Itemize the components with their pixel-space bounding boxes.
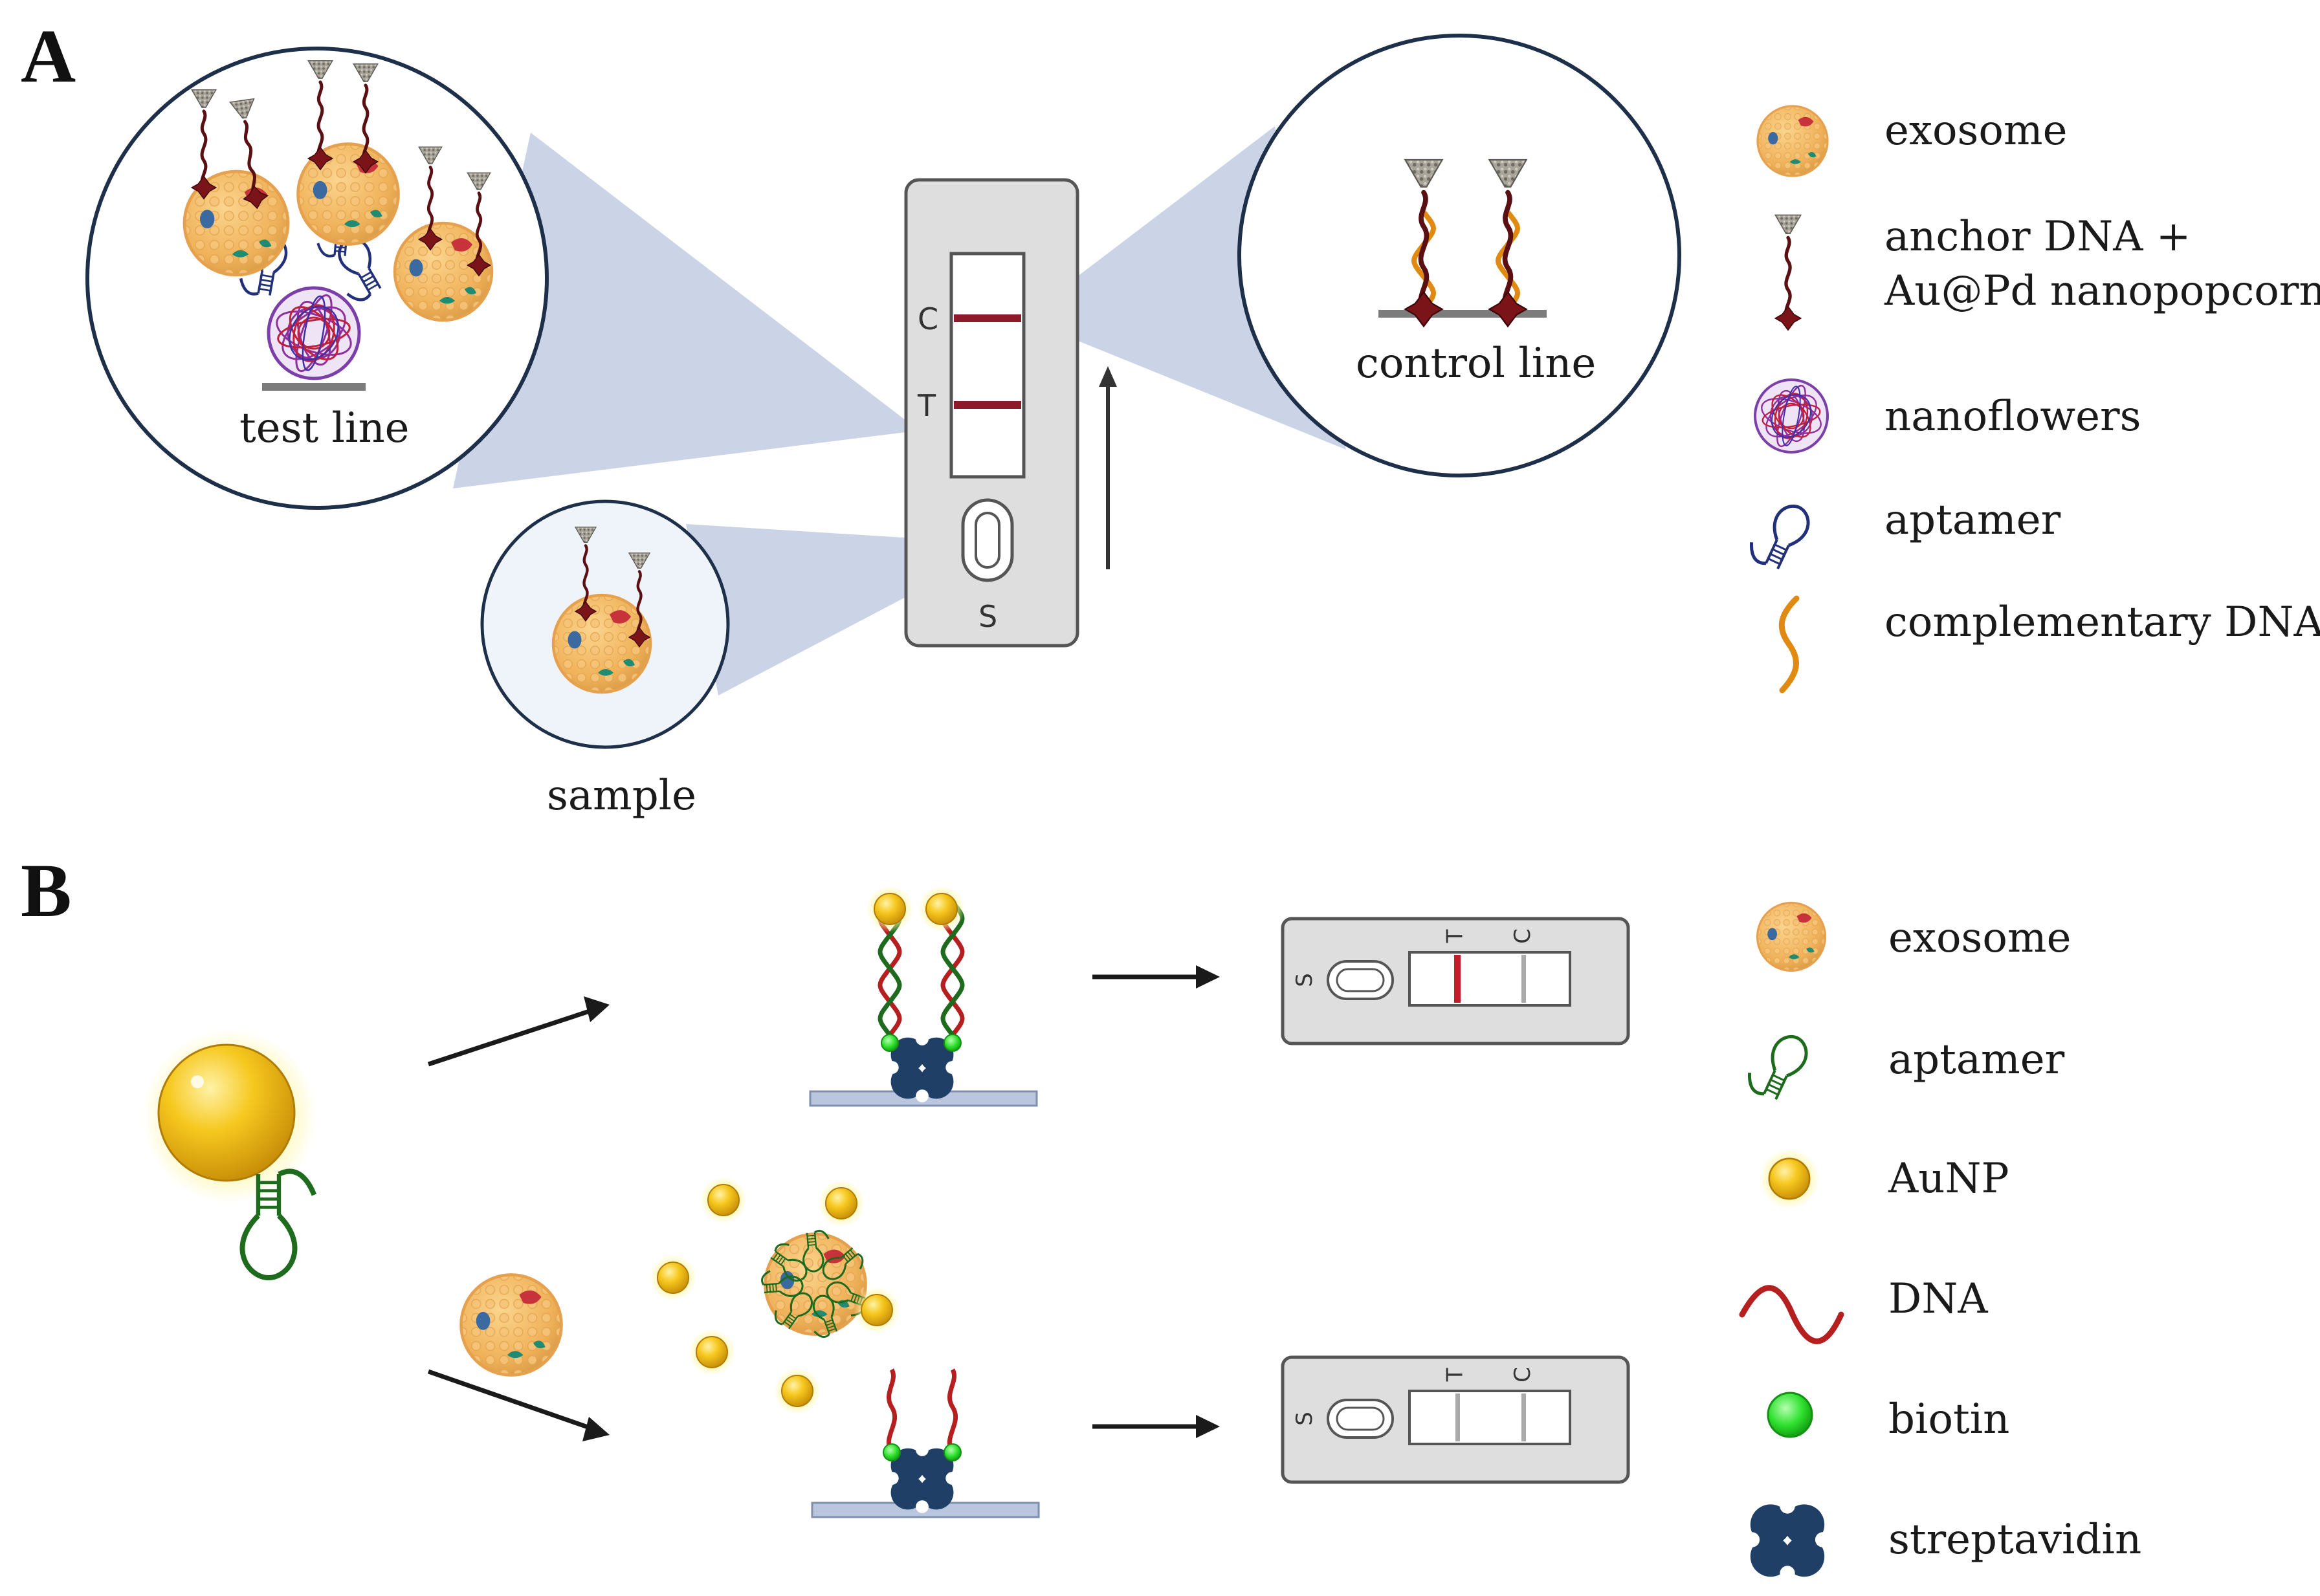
legend-a-complementary-dna: complementary DNA — [1884, 598, 2320, 646]
flow-arrow — [1099, 366, 1117, 569]
sample-caption: sample — [547, 772, 696, 820]
control-band — [1521, 1394, 1526, 1441]
legend-a-nanoflowers: nanoflowers — [1884, 393, 2141, 441]
control-line-magnifier — [1237, 34, 1681, 477]
legend-a-anchor-line1: anchor DNA + — [1884, 213, 2191, 261]
dna-icon — [1739, 1285, 1844, 1344]
legend-a-anchor-line2: Au@Pd nanopopcorns — [1884, 267, 2320, 315]
strip-bottom-t-label: T — [1442, 1368, 1468, 1382]
biotin-icon — [1767, 1392, 1813, 1438]
panel-a — [85, 34, 1829, 749]
arrow-bottom-result — [1092, 1415, 1220, 1438]
control-band — [954, 314, 1021, 322]
negative-substrate — [811, 1368, 1040, 1518]
arrow-to-positive — [427, 996, 610, 1067]
exosome — [553, 595, 650, 692]
complementary-dna-icon — [1778, 595, 1800, 694]
arrow-top-result — [1092, 965, 1220, 989]
legend-b-dna: DNA — [1888, 1275, 1988, 1323]
exosome-icon — [1756, 105, 1829, 177]
test-line-zoom-cone — [453, 133, 906, 488]
exosome-aunp-complex — [649, 1176, 901, 1415]
lateral-flow-strip-a — [904, 178, 1079, 648]
aunp-aptamer-probe — [142, 1029, 317, 1278]
test-band — [954, 401, 1021, 409]
streptavidin-icon — [1744, 1498, 1831, 1581]
arrow-to-negative — [427, 1369, 610, 1441]
strip-window — [949, 252, 1026, 479]
test-line-magnifier — [85, 47, 549, 510]
legend-b-streptavidin: streptavidin — [1888, 1516, 2142, 1564]
sample-magnifier — [480, 499, 730, 749]
nanoflower-icon — [1755, 380, 1828, 452]
legend-b-aunp: AuNP — [1888, 1155, 2009, 1203]
strip-s-label: S — [978, 599, 998, 634]
lateral-flow-strip-b-top — [1281, 917, 1630, 1045]
strip-c-label: C — [918, 301, 939, 336]
strip-top-c-label: C — [1509, 928, 1536, 944]
legend-b-biotin: biotin — [1888, 1395, 2010, 1443]
legend-a-aptamer: aptamer — [1884, 496, 2061, 544]
strip-t-label: T — [918, 388, 936, 423]
lateral-flow-strip-b-bottom — [1281, 1355, 1630, 1484]
legend-b-exosome: exosome — [1888, 914, 2071, 962]
panel-label-b: B — [21, 848, 72, 933]
test-line-caption: test line — [239, 404, 410, 452]
control-line-caption: control line — [1356, 340, 1596, 388]
panel-b — [142, 885, 1844, 1581]
positive-hybridization — [809, 885, 1038, 1107]
exosome-icon — [1756, 901, 1827, 972]
legend-a-exosome: exosome — [1884, 107, 2068, 155]
test-band — [1455, 1394, 1460, 1441]
strip-top-s-label: S — [1291, 973, 1318, 987]
legend-b-aptamer: aptamer — [1888, 1036, 2065, 1084]
anchor-dna-nanopopcorn-icon — [1775, 215, 1801, 330]
strip-bottom-c-label: C — [1509, 1367, 1536, 1383]
aunp-icon — [1758, 1147, 1821, 1210]
panel-label-a: A — [21, 14, 76, 98]
control-band — [1521, 955, 1526, 1003]
aptamer-icon — [1745, 496, 1814, 574]
strip-bottom-s-label: S — [1291, 1412, 1318, 1426]
strip-top-t-label: T — [1442, 929, 1468, 943]
free-exosome — [461, 1275, 562, 1375]
test-band — [1454, 955, 1461, 1003]
aptamer-icon — [1743, 1026, 1812, 1105]
nanoflower-capture — [269, 288, 359, 378]
